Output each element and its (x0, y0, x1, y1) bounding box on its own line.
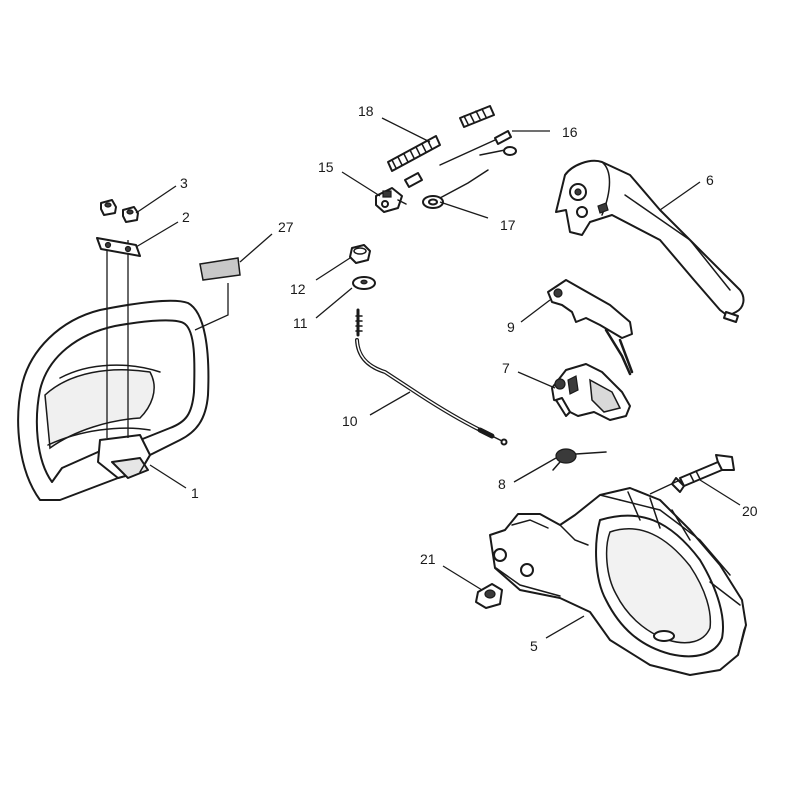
callout-9: 9 (507, 319, 515, 335)
part-8-spring (552, 448, 607, 471)
part-9-lever (547, 279, 634, 376)
part-16-cable (404, 130, 517, 188)
part-2-plate (96, 237, 141, 257)
part-7-trigger (551, 363, 631, 421)
callout-10: 10 (342, 413, 358, 429)
part-27-label (199, 257, 241, 281)
callout-6: 6 (706, 172, 714, 188)
callout-1: 1 (191, 485, 199, 501)
part-6-handle-cover (555, 159, 745, 323)
callout-17: 17 (500, 217, 516, 233)
callout-12: 12 (290, 281, 306, 297)
callout-15: 15 (318, 159, 334, 175)
callout-7: 7 (502, 360, 510, 376)
callout-11: 11 (293, 315, 308, 331)
part-11-washer (352, 276, 376, 290)
callout-8: 8 (498, 476, 506, 492)
callout-16: 16 (562, 124, 578, 140)
leader-lines (135, 117, 741, 639)
part-10-throttle-cable (355, 308, 508, 446)
part-17-cable (422, 169, 489, 209)
callout-21: 21 (420, 551, 436, 567)
guide-lines-part-1 (106, 240, 229, 438)
part-3-nuts (100, 199, 139, 223)
part-21-nut (475, 583, 503, 609)
callout-2: 2 (182, 209, 190, 225)
callout-18: 18 (358, 103, 374, 119)
part-20-bolt (671, 454, 735, 493)
part-1-front-handle (17, 299, 210, 501)
callout-20: 20 (742, 503, 758, 519)
part-5-rear-handle-housing (489, 487, 747, 676)
part-12-nut (349, 244, 371, 264)
callout-27: 27 (278, 219, 294, 235)
callout-5: 5 (530, 638, 538, 654)
callout-labels: 1 2 3 5 6 7 8 9 10 11 12 15 16 17 18 20 … (180, 103, 758, 654)
part-15-switch (375, 187, 407, 213)
part-18-springs (387, 105, 495, 172)
callout-3: 3 (180, 175, 188, 191)
